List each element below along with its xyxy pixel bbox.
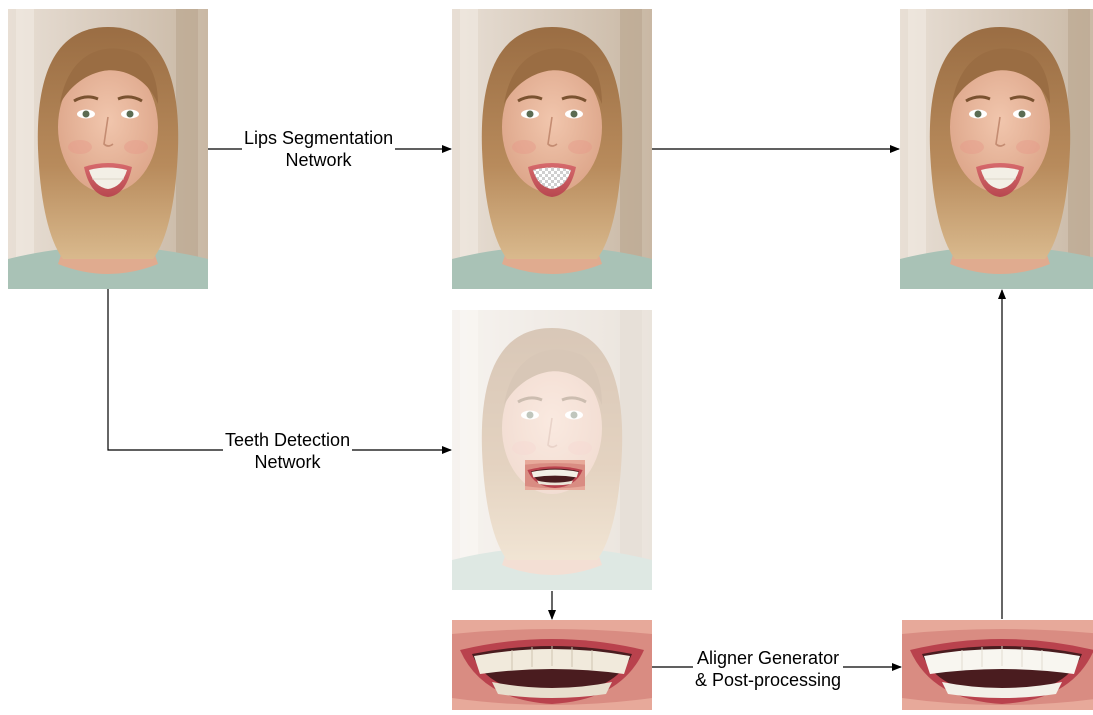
edge-label-line: Aligner Generator bbox=[697, 648, 840, 668]
detected-photo bbox=[450, 308, 654, 592]
edge-label-line: Network bbox=[254, 452, 321, 472]
edge-label-teeth-detection: Teeth Detection Network bbox=[223, 429, 353, 473]
aligned-teeth bbox=[902, 620, 1093, 710]
masked-photo bbox=[450, 7, 654, 291]
arrow-teeth-detection bbox=[107, 289, 452, 454]
edge-label-line: & Post-processing bbox=[695, 670, 842, 690]
edge-label-aligner-generator: Aligner Generator & Post-processing bbox=[693, 647, 844, 691]
edge-label-line: Network bbox=[285, 150, 352, 170]
edge-label-line: Lips Segmentation bbox=[244, 128, 394, 148]
teeth-crop bbox=[452, 620, 652, 710]
input-photo bbox=[6, 7, 210, 291]
edge-label-line: Teeth Detection bbox=[225, 430, 351, 450]
edge-label-lips-segmentation: Lips Segmentation Network bbox=[242, 127, 396, 171]
output-photo bbox=[898, 7, 1093, 291]
